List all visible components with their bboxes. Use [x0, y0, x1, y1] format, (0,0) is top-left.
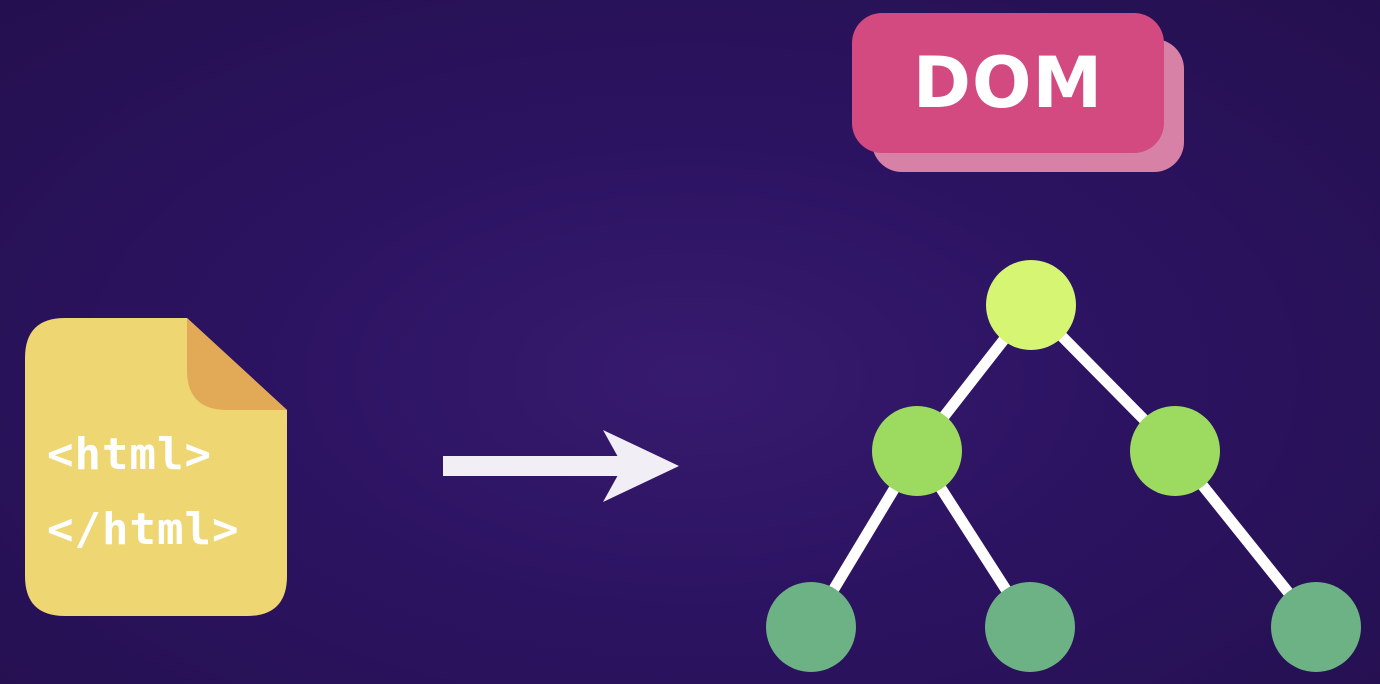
file-line-open-tag: <html> [47, 429, 212, 480]
right-arrow-icon [443, 430, 679, 502]
file-shape [25, 318, 287, 616]
file-fold [187, 318, 287, 410]
tree-node-leaf-3 [1271, 582, 1361, 672]
tree-nodes [766, 260, 1361, 672]
arrow-head [603, 430, 679, 502]
tree-node-root [986, 260, 1076, 350]
arrow-shaft [443, 456, 623, 476]
tree-node-leaf-1 [766, 582, 856, 672]
file-line-close-tag: </html> [47, 504, 240, 555]
tree-node-leaf-2 [985, 582, 1075, 672]
html-file-icon: <html> </html> [25, 318, 287, 616]
dom-badge: DOM [852, 13, 1187, 175]
tree-node-child-right [1130, 406, 1220, 496]
dom-badge-label: DOM [912, 42, 1104, 124]
dom-badge-face: DOM [852, 13, 1164, 153]
tree-node-child-left [872, 406, 962, 496]
